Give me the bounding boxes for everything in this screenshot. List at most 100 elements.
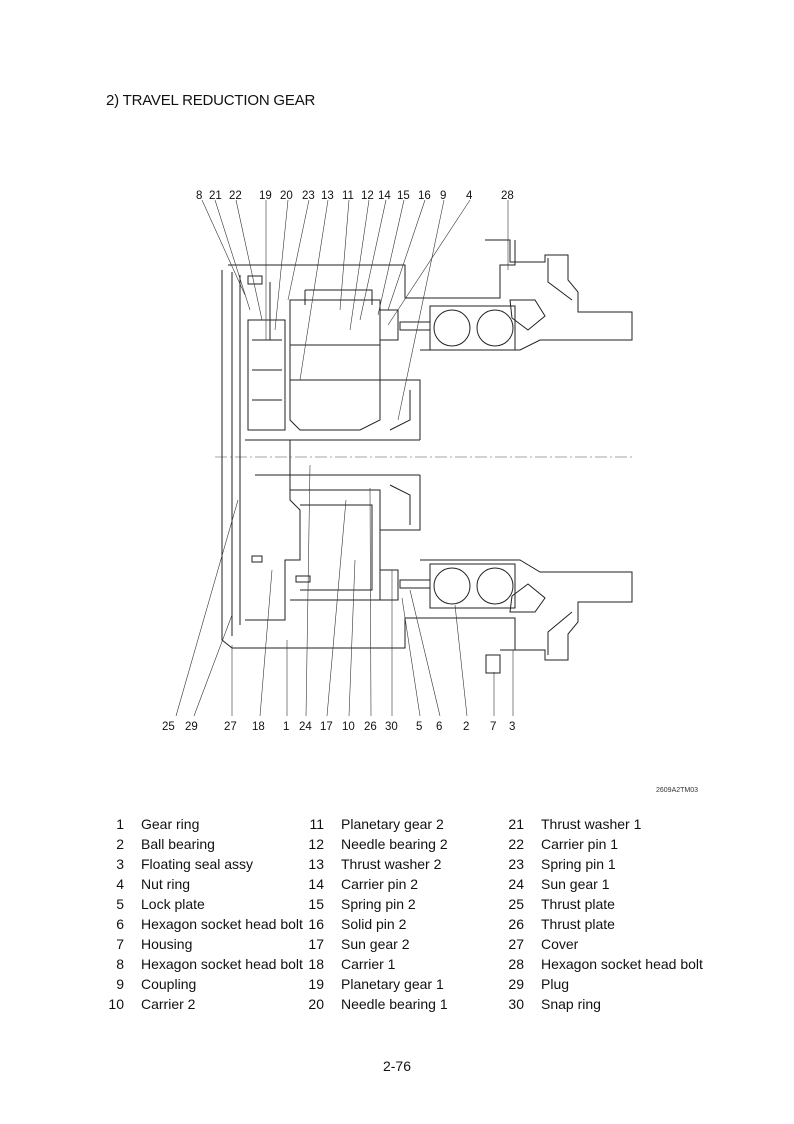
part-number: 17 [308, 936, 324, 952]
housing-bottom [420, 559, 633, 661]
part-number: 30 [508, 996, 524, 1012]
part-number: 15 [308, 896, 324, 912]
callout-label: 27 [224, 721, 237, 733]
part-name: Coupling [141, 976, 197, 992]
part-number: 28 [508, 956, 524, 972]
part-name: Solid pin 2 [341, 916, 407, 932]
part-name: Carrier 1 [341, 956, 396, 972]
part-name: Gear ring [141, 816, 200, 832]
callout-label: 13 [321, 190, 334, 202]
part-number: 4 [116, 876, 124, 892]
callout-label: 30 [385, 721, 398, 733]
part-number: 27 [508, 936, 524, 952]
callout-label: 21 [209, 190, 222, 202]
part-name: Thrust plate [541, 916, 615, 932]
part-number: 7 [116, 936, 124, 952]
bearing-bottom-2 [476, 567, 514, 605]
bearing-top-1 [433, 309, 471, 347]
callout-label: 25 [162, 721, 175, 733]
callout-label: 10 [342, 721, 355, 733]
top-callouts: 8 21 22 19 20 23 13 11 12 14 15 16 9 4 2… [196, 190, 514, 202]
part-number: 6 [116, 916, 124, 932]
part-number: 1 [116, 816, 124, 832]
part-name: Thrust washer 2 [341, 856, 442, 872]
part-number: 25 [508, 896, 524, 912]
callout-label: 17 [320, 721, 333, 733]
part-name: Carrier pin 1 [541, 836, 619, 852]
callout-label: 9 [440, 190, 446, 202]
part-number: 13 [308, 856, 324, 872]
callout-label: 3 [509, 721, 515, 733]
part-number: 2 [116, 836, 124, 852]
part-name: Lock plate [141, 896, 205, 912]
part-number: 10 [108, 996, 124, 1012]
callout-label: 5 [416, 721, 422, 733]
part-number: 21 [508, 816, 524, 832]
callout-label: 7 [490, 721, 496, 733]
callout-label: 19 [259, 190, 272, 202]
part-name: Nut ring [141, 876, 191, 892]
part-name: Cover [541, 936, 579, 952]
callout-label: 4 [466, 190, 473, 202]
callout-label: 22 [229, 190, 242, 202]
part-number: 18 [308, 956, 324, 972]
callout-label: 8 [196, 190, 202, 202]
callout-label: 26 [364, 721, 377, 733]
callout-label: 18 [252, 721, 265, 733]
callout-label: 11 [342, 190, 354, 202]
part-name: Needle bearing 1 [341, 996, 448, 1012]
part-name: Spring pin 2 [341, 896, 416, 912]
callout-label: 15 [397, 190, 410, 202]
part-number: 14 [308, 876, 324, 892]
part-name: Needle bearing 2 [341, 836, 448, 852]
part-number: 22 [508, 836, 524, 852]
part-name: Ball bearing [141, 836, 215, 852]
part-name: Planetary gear 2 [341, 816, 444, 832]
cover-outline [221, 270, 516, 651]
part-number: 11 [309, 816, 324, 832]
part-name: Hexagon socket head bolt [141, 916, 303, 932]
part-name: Planetary gear 1 [341, 976, 444, 992]
part-name: Spring pin 1 [541, 856, 616, 872]
part-number: 16 [308, 916, 324, 932]
part-number: 12 [308, 836, 324, 852]
part-number: 19 [308, 976, 324, 992]
callout-label: 2 [463, 721, 469, 733]
part-number: 26 [508, 916, 524, 932]
callout-label: 14 [378, 190, 391, 202]
section-title: 2) TRAVEL REDUCTION GEAR [106, 92, 316, 109]
page-number: 2-76 [382, 1058, 412, 1074]
callout-label: 28 [501, 190, 514, 202]
part-number: 9 [116, 976, 124, 992]
callout-label: 20 [280, 190, 293, 202]
callout-label: 12 [361, 190, 374, 202]
part-name: Snap ring [541, 996, 601, 1012]
part-name: Housing [141, 936, 193, 952]
part-number: 5 [116, 896, 124, 912]
part-name: Plug [541, 976, 570, 992]
callout-label: 29 [185, 721, 198, 733]
part-number: 23 [508, 856, 524, 872]
callout-label: 24 [299, 721, 312, 733]
carrier-2 [289, 299, 381, 431]
housing-top [420, 239, 633, 351]
part-name: Thrust plate [541, 896, 615, 912]
part-number: 8 [116, 956, 124, 972]
bearing-top-2 [476, 309, 514, 347]
part-number: 20 [308, 996, 324, 1012]
bearing-bottom-1 [433, 567, 471, 605]
part-name: Hexagon socket head bolt [141, 956, 303, 972]
sun-gear-shaft [255, 439, 420, 476]
callout-label: 16 [418, 190, 431, 202]
planetary-gear-1 [247, 319, 286, 431]
bottom-callouts: 25 29 27 18 1 24 17 10 26 30 5 6 2 7 3 [162, 721, 515, 733]
callout-label: 23 [302, 190, 315, 202]
part-name: Thrust washer 1 [541, 816, 642, 832]
part-number: 24 [508, 876, 524, 892]
part-name: Carrier 2 [141, 996, 196, 1012]
part-number: 29 [508, 976, 524, 992]
carrier-1 [245, 439, 301, 621]
callout-label: 6 [436, 721, 442, 733]
callout-label: 1 [283, 721, 289, 733]
part-name: Floating seal assy [141, 856, 254, 872]
